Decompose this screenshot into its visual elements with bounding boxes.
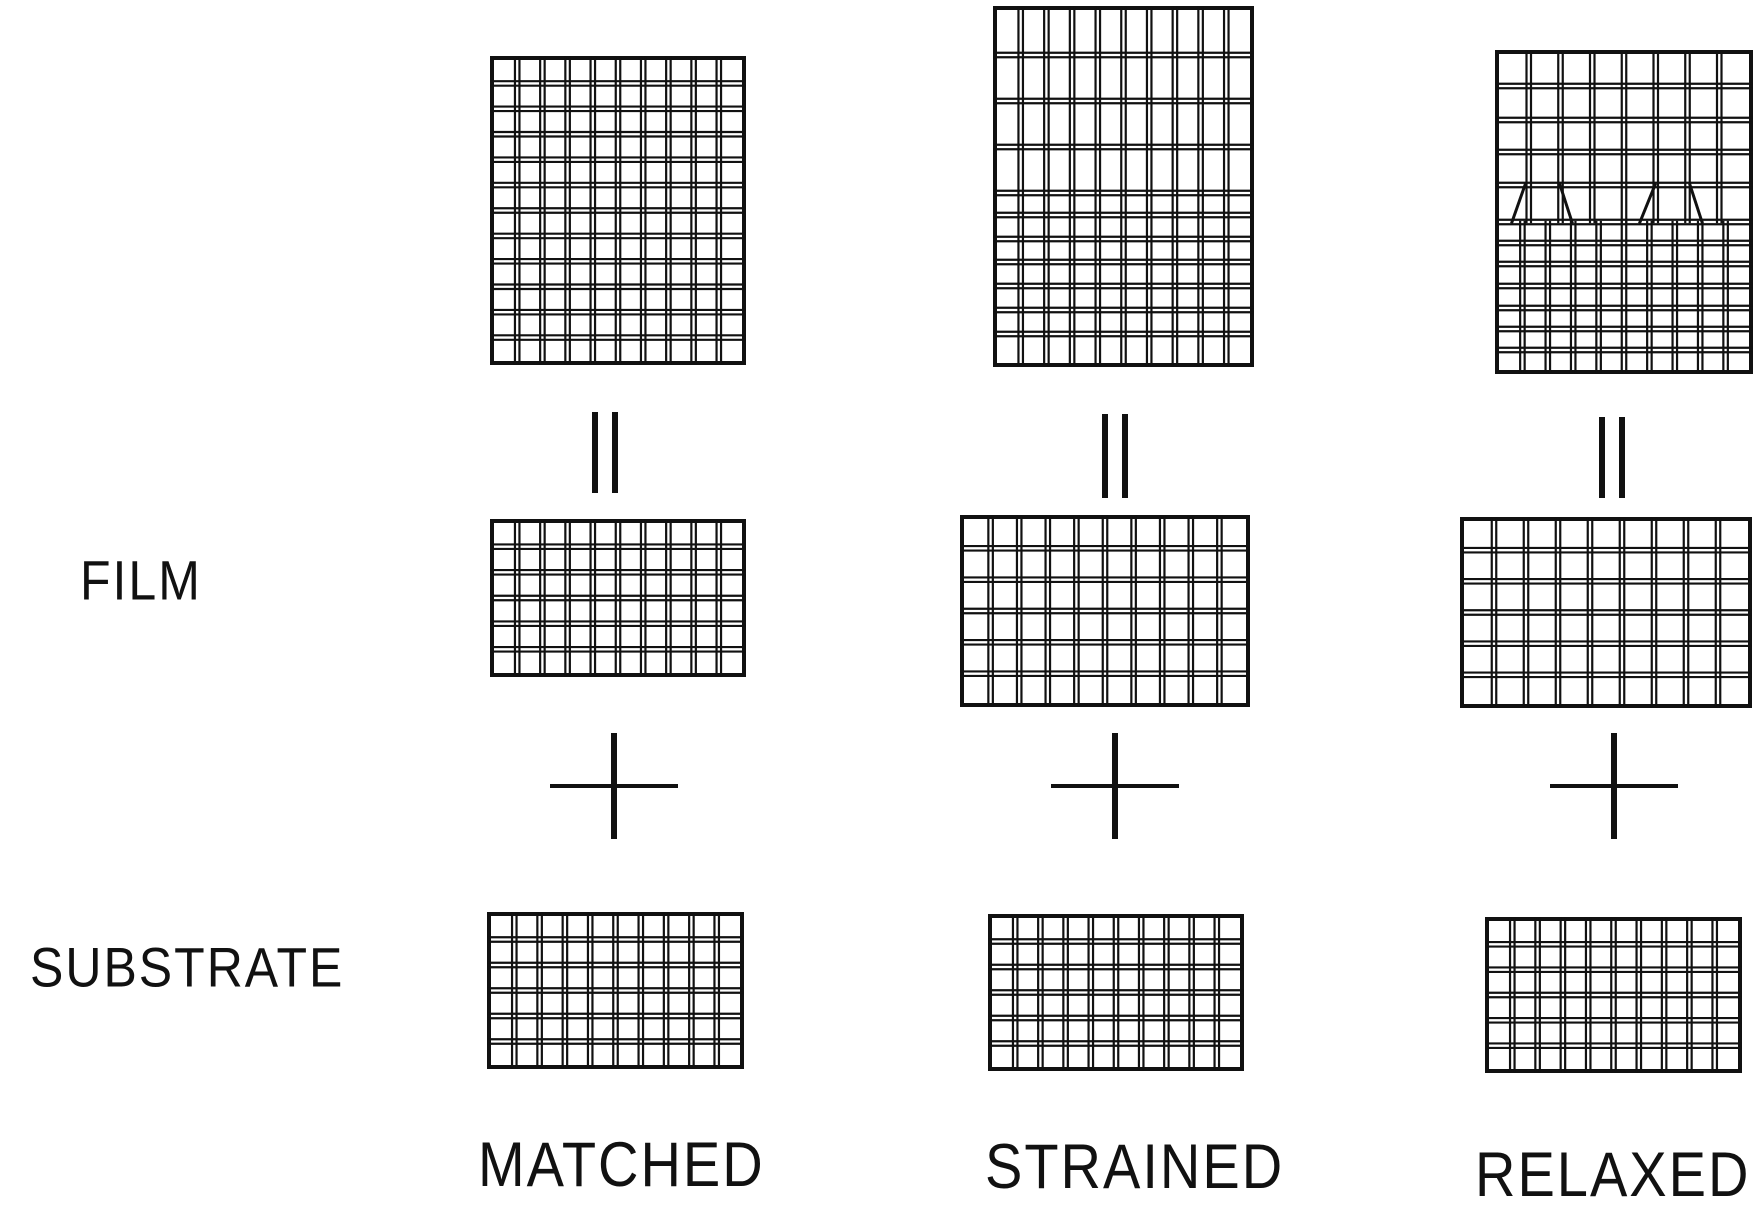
relaxed-substrate-lattice-outline	[1485, 917, 1742, 1073]
matched-substrate-lattice-outline	[487, 912, 744, 1069]
operators	[550, 412, 1678, 839]
matched-substrate-lattice	[487, 912, 744, 1069]
strained-composite-lattice	[993, 6, 1254, 367]
matched-composite-lattice-outline	[490, 56, 746, 365]
strained-column	[960, 6, 1254, 1071]
relaxed-composite-lattice-outline	[1495, 50, 1753, 374]
relaxed-plus-sign	[1550, 733, 1678, 839]
relaxed-column-label: RELAXED	[1475, 1139, 1751, 1210]
matched-equals-sign	[592, 412, 618, 493]
matched-composite-lattice	[490, 56, 746, 365]
matched-film-lattice	[490, 519, 746, 677]
matched-column	[487, 56, 746, 1069]
strained-film-lattice-outline	[960, 515, 1250, 707]
relaxed-composite-lattice-dislocation-line	[1688, 183, 1704, 224]
relaxed-composite-lattice	[1495, 50, 1753, 374]
strained-substrate-lattice	[988, 914, 1244, 1071]
strained-film-lattice	[960, 515, 1250, 707]
relaxed-composite-lattice-dislocation-line	[1638, 183, 1657, 224]
relaxed-equals-sign	[1599, 417, 1625, 498]
strained-plus-sign	[1051, 733, 1179, 839]
film-row-label: FILM	[80, 549, 202, 612]
strained-substrate-lattice-outline	[988, 914, 1244, 1071]
matched-column-label: MATCHED	[478, 1129, 765, 1200]
relaxed-film-lattice-outline	[1460, 517, 1752, 708]
matched-plus-sign	[550, 733, 678, 839]
strained-composite-lattice-outline	[993, 6, 1254, 367]
relaxed-column	[1460, 50, 1753, 1073]
relaxed-composite-lattice-dislocation-line	[1510, 183, 1527, 224]
relaxed-composite-lattice-dislocation-line	[1558, 183, 1574, 224]
strained-column-label: STRAINED	[985, 1131, 1285, 1202]
relaxed-film-lattice	[1460, 517, 1752, 708]
strained-equals-sign	[1102, 414, 1128, 498]
substrate-row-label: SUBSTRATE	[30, 936, 345, 999]
relaxed-substrate-lattice	[1485, 917, 1742, 1073]
matched-film-lattice-outline	[490, 519, 746, 677]
